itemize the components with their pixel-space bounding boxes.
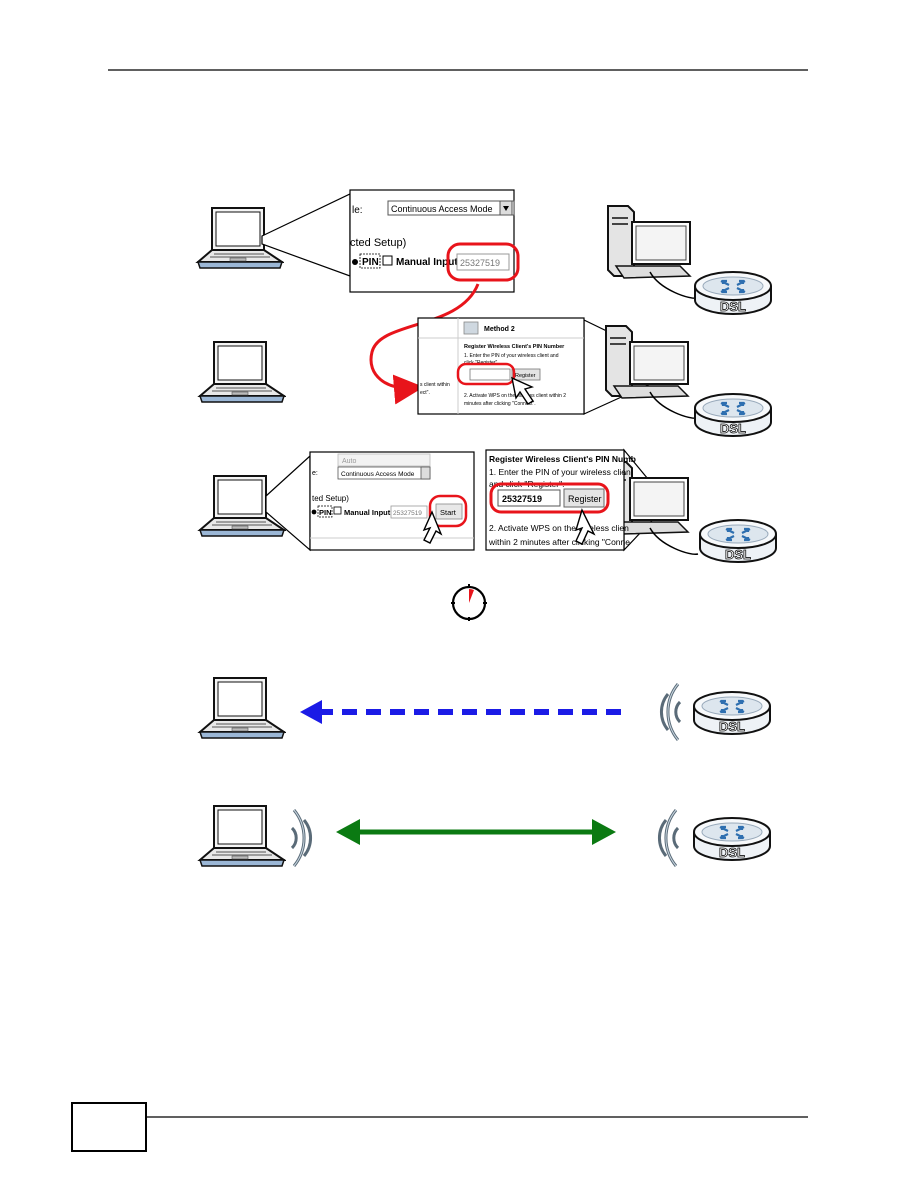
- method-title: Method 2: [484, 326, 515, 333]
- laptop-icon: [199, 341, 285, 403]
- lock-icon: [463, 321, 479, 335]
- pin-field[interactable]: [390, 505, 428, 519]
- auto-value: Auto: [342, 458, 357, 465]
- start-highlight: [428, 494, 468, 528]
- mode-label: e:: [312, 470, 318, 477]
- desktop-pc-icon: [605, 325, 689, 399]
- mouse-cursor-icon: [422, 510, 443, 544]
- register-button[interactable]: [563, 488, 605, 508]
- timer-icon: [451, 584, 487, 621]
- auto-select[interactable]: [337, 453, 431, 467]
- pin-field-highlight: [456, 362, 516, 386]
- manual-input-label: Manual Input: [344, 508, 391, 517]
- register-button-label: Register: [515, 373, 536, 379]
- register-title: Register Wireless Client's PIN Number: [464, 344, 565, 350]
- activate-instruction: minutes after clicking "Connect".: [464, 401, 536, 407]
- setup-label: cted Setup): [350, 237, 406, 249]
- register-instruction: 1. Enter the PIN of your wireless client…: [464, 353, 559, 359]
- mode-value: Continuous Access Mode: [391, 204, 493, 214]
- activate-instruction: within 2 minutes after clicking "Conne: [488, 537, 630, 547]
- router-label: DSL: [719, 719, 745, 734]
- router-label: DSL: [720, 299, 746, 314]
- transfer-pin-arrow: [369, 283, 480, 405]
- pin-label-box: [359, 253, 381, 269]
- mode-label: le:: [352, 205, 363, 216]
- client-pin-value: 25327519: [502, 494, 542, 504]
- register-button-label: Register: [568, 494, 602, 504]
- manual-input-label: Manual Input: [396, 257, 458, 268]
- pin-radio[interactable]: [311, 509, 317, 515]
- pin-label-box: [317, 505, 333, 518]
- register-button[interactable]: [511, 368, 541, 381]
- wireless-signal-icon: [657, 808, 680, 868]
- register-title: Register Wireless Client's PIN Numb: [489, 454, 636, 464]
- setup-label: ted Setup): [312, 494, 349, 503]
- arrow-head: [592, 819, 616, 845]
- router-label: DSL: [720, 421, 746, 436]
- mouse-cursor-icon: [574, 508, 596, 545]
- manual-input-checkbox[interactable]: [333, 506, 342, 515]
- client-pin-field[interactable]: [469, 368, 511, 381]
- mode-value: Continuous Access Mode: [341, 471, 415, 478]
- register-highlight: [489, 482, 610, 514]
- desktop-pc-icon: [607, 205, 691, 279]
- arrow-head: [336, 819, 360, 845]
- start-button-label: Start: [440, 508, 457, 517]
- laptop-icon: [199, 677, 285, 739]
- side-text: s client within: [420, 382, 450, 388]
- router-label: DSL: [725, 547, 751, 562]
- pin-field-value: 25327519: [460, 258, 500, 268]
- chevron-down-icon-glyph: [503, 206, 509, 211]
- side-text: ect".: [420, 390, 430, 396]
- manual-input-checkbox[interactable]: [382, 255, 393, 266]
- router-label: DSL: [719, 845, 745, 860]
- pin-field[interactable]: [456, 253, 510, 271]
- pin-highlight: [446, 242, 520, 282]
- mode-select[interactable]: [387, 200, 515, 216]
- pin-label: PIN: [362, 257, 379, 268]
- cable: [649, 527, 699, 555]
- laptop-icon: [199, 805, 285, 867]
- chevron-down-icon[interactable]: [420, 466, 431, 480]
- page-number-box: [71, 1102, 147, 1152]
- pin-label: PIN: [319, 508, 332, 517]
- arrow-head: [300, 700, 322, 724]
- register-screenshot: [417, 317, 585, 415]
- wireless-signal-icon: [659, 682, 682, 742]
- register-instruction: 1. Enter the PIN of your wireless clien: [489, 467, 631, 477]
- activate-instruction: 2. Activate WPS on the wireless clien: [489, 523, 629, 533]
- pin-radio[interactable]: [352, 259, 358, 265]
- wireless-signal-icon: [290, 808, 313, 868]
- pin-field-value: 25327519: [393, 510, 422, 517]
- mouse-cursor-icon: [511, 376, 535, 405]
- start-button[interactable]: [435, 503, 463, 520]
- client-pin-field[interactable]: [497, 489, 561, 507]
